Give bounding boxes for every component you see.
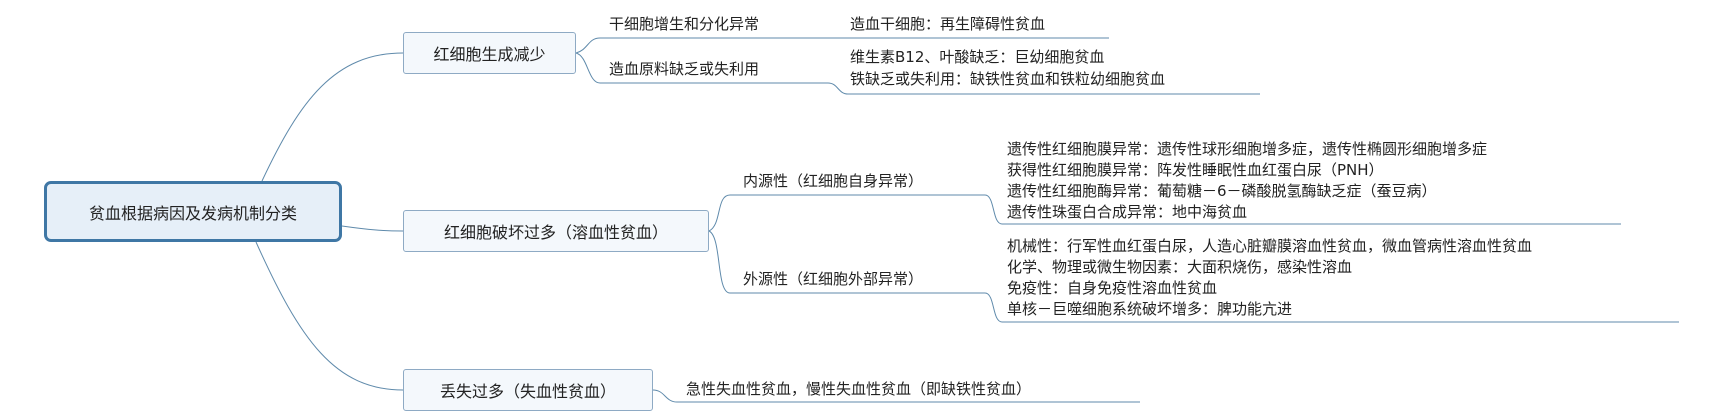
connector-root-to-destruction — [341, 225, 404, 232]
connector-root-to-production — [261, 52, 404, 182]
subtopic-extrinsic[interactable]: 外源性（红细胞外部异常） — [743, 270, 924, 288]
leaf-item[interactable]: 免疫性：自身免疫性溶血性贫血 — [1007, 279, 1218, 297]
leaf-item[interactable]: 遗传性红细胞膜异常：遗传性球形细胞增多症，遗传性椭圆形细胞增多症 — [1007, 140, 1488, 158]
root-node[interactable]: 贫血根据病因及发病机制分类 — [44, 181, 342, 242]
leaf-item[interactable]: 化学、物理或微生物因素：大面积烧伤，感染性溶血 — [1007, 258, 1353, 276]
leaf-item[interactable]: 遗传性珠蛋白合成异常：地中海贫血 — [1007, 203, 1248, 221]
leaf-item[interactable]: 单核－巨噬细胞系统破坏增多：脾功能亢进 — [1007, 300, 1293, 318]
subtopic-blood-loss-types[interactable]: 急性失血性贫血，慢性失血性贫血（即缺铁性贫血） — [686, 380, 1032, 398]
connector-root-to-loss — [255, 241, 404, 391]
branch-production-decrease[interactable]: 红细胞生成减少 — [403, 32, 576, 74]
connector-destruction-children — [708, 194, 1679, 323]
branch-blood-loss[interactable]: 丢失过多（失血性贫血） — [403, 369, 653, 411]
connector-loss-children — [652, 389, 1140, 403]
subtopic-intrinsic[interactable]: 内源性（红细胞自身异常） — [743, 172, 924, 190]
connector-production-children — [575, 37, 1260, 95]
leaf-item[interactable]: 遗传性红细胞酶异常：葡萄糖－6－磷酸脱氢酶缺乏症（蚕豆病） — [1007, 182, 1437, 200]
leaf-item[interactable]: 获得性红细胞膜异常：阵发性睡眠性血红蛋白尿（PNH） — [1007, 161, 1384, 179]
leaf-item[interactable]: 机械性：行军性血红蛋白尿，人造心脏瓣膜溶血性贫血，微血管病性溶血性贫血 — [1007, 237, 1533, 255]
leaf-item[interactable]: 造血干细胞：再生障碍性贫血 — [850, 15, 1046, 33]
leaf-item[interactable]: 维生素B12、叶酸缺乏：巨幼细胞贫血 — [850, 48, 1105, 66]
subtopic-raw-material[interactable]: 造血原料缺乏或失利用 — [609, 60, 760, 78]
leaf-item[interactable]: 铁缺乏或失利用：缺铁性贫血和铁粒幼细胞贫血 — [850, 70, 1166, 88]
subtopic-stem-cell[interactable]: 干细胞增生和分化异常 — [609, 15, 760, 33]
branch-excess-destruction[interactable]: 红细胞破坏过多（溶血性贫血） — [403, 210, 709, 252]
